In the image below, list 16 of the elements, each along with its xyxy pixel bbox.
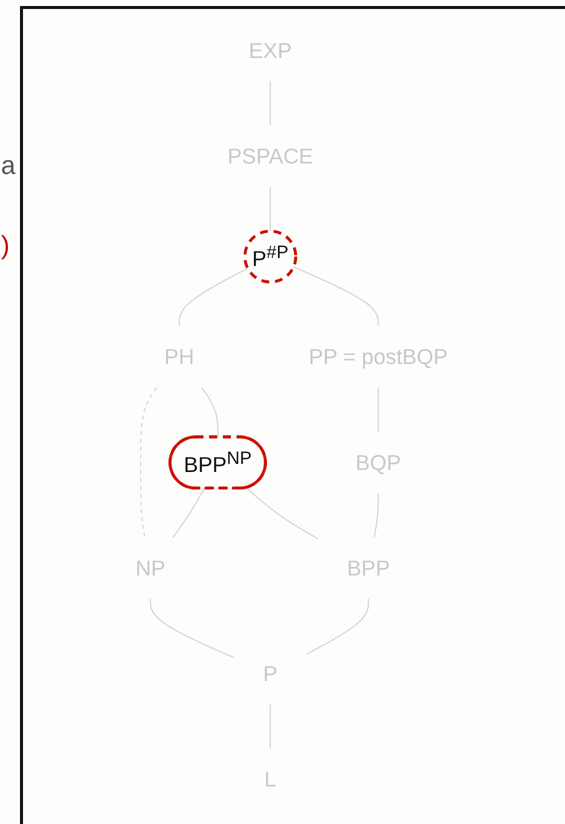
connector [270, 704, 272, 749]
node-circle: P$^{#P}$ [244, 230, 298, 284]
connector [306, 598, 370, 655]
connector [294, 266, 380, 326]
connector [140, 387, 158, 538]
cut-off-text: ) [1, 230, 11, 260]
connector [178, 268, 248, 326]
connector [150, 598, 234, 658]
connector [172, 488, 206, 538]
connector [374, 493, 380, 538]
connector [270, 187, 272, 232]
connector [246, 487, 318, 540]
cut-off-text: a [1, 150, 16, 180]
connector [270, 81, 272, 126]
connector [202, 387, 220, 438]
connector [378, 388, 380, 432]
